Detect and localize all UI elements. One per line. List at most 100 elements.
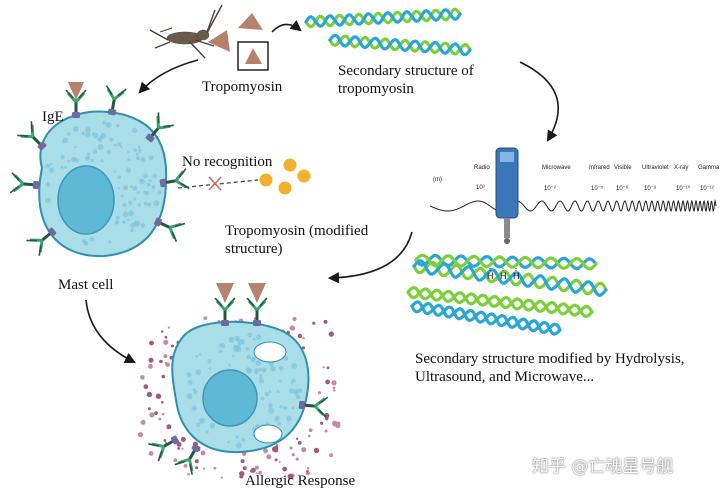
vacuole — [253, 341, 287, 363]
granule — [148, 155, 154, 161]
granule — [126, 218, 130, 221]
released-granule — [333, 389, 336, 392]
released-granule — [326, 366, 330, 370]
granule — [274, 418, 279, 422]
granule — [268, 403, 273, 409]
released-granule — [163, 339, 169, 345]
granule — [106, 150, 111, 155]
granule — [247, 332, 253, 338]
granule — [227, 440, 230, 444]
spectrum-band-value: 10⁻⁸ — [644, 186, 657, 192]
released-granule — [158, 417, 162, 421]
released-granule — [187, 472, 190, 476]
released-granule — [167, 326, 170, 329]
released-granule — [289, 446, 293, 450]
released-granule — [147, 407, 151, 411]
helix-strand — [328, 33, 472, 57]
granule — [122, 220, 126, 224]
granule — [136, 156, 140, 161]
released-granule — [170, 344, 174, 348]
released-granule — [213, 466, 217, 470]
released-granule — [203, 467, 206, 470]
released-granule — [329, 453, 333, 458]
granule — [255, 360, 261, 367]
granule — [122, 211, 129, 218]
granule — [127, 158, 131, 162]
granule — [231, 354, 235, 358]
spectrum-band-value: 10⁻⁵ — [591, 186, 604, 192]
released-granule — [278, 461, 281, 463]
allergen-triangle — [248, 283, 266, 303]
granule — [237, 343, 241, 347]
granule — [87, 152, 90, 156]
granule — [277, 421, 282, 426]
allergic-cell-antibodies — [148, 297, 329, 475]
granule — [90, 158, 94, 162]
helix-strand — [304, 8, 462, 28]
released-granule — [297, 333, 303, 339]
allergic-response-label: Allergic Response — [245, 473, 356, 489]
ige-antibody — [9, 172, 40, 194]
granule — [286, 415, 292, 422]
released-granule — [159, 360, 162, 364]
granule — [186, 372, 192, 378]
ultrasound-probe-icon — [495, 147, 519, 244]
ige-antibody — [17, 121, 47, 151]
granule — [151, 185, 156, 189]
granule — [120, 145, 123, 148]
granule — [218, 343, 223, 347]
mast-cell-antibodies — [9, 85, 190, 256]
granule — [241, 438, 246, 442]
spectrum-band-value: 10⁻¹⁰ — [676, 186, 691, 192]
released-granule — [250, 469, 254, 473]
granule — [207, 359, 212, 364]
granule — [92, 132, 99, 139]
spectrum-band-label: Microwave — [542, 165, 571, 171]
granule — [199, 417, 205, 424]
released-granule — [289, 325, 295, 331]
allergen-triangle — [208, 30, 230, 52]
granule — [130, 185, 134, 189]
granule — [295, 394, 301, 400]
ige-label: IgE — [42, 109, 64, 125]
released-granule — [200, 450, 206, 456]
spectrum-band-value: 10⁻² — [544, 186, 556, 192]
released-granule — [149, 412, 155, 418]
hydrogen-bond-label: H — [500, 271, 507, 281]
arrow-to-secondary — [271, 20, 302, 33]
released-granule — [324, 429, 328, 433]
spectrum-band-label: Radio — [474, 165, 490, 171]
granule — [73, 126, 79, 132]
granule — [117, 175, 121, 180]
ige-antibody — [174, 443, 201, 475]
granule — [264, 392, 270, 397]
hydrogen-bond-label: H — [487, 271, 494, 281]
granule — [115, 215, 120, 220]
granule — [187, 379, 193, 385]
tropomyosin-box — [237, 41, 269, 71]
granule — [45, 182, 51, 187]
granule — [128, 210, 135, 217]
released-granule — [254, 465, 259, 470]
granule — [48, 167, 55, 174]
ige-antibody — [298, 396, 329, 418]
released-granule — [258, 470, 263, 475]
released-granule — [307, 467, 310, 470]
released-granule — [317, 391, 321, 395]
allergen-triangle — [68, 82, 84, 100]
granule — [246, 368, 253, 374]
granule — [198, 353, 202, 356]
granule — [283, 355, 289, 361]
released-granule — [148, 364, 153, 369]
ige-antibody — [148, 435, 180, 462]
helix-strand — [406, 286, 594, 318]
granule — [289, 388, 295, 394]
released-granule — [239, 471, 245, 477]
granule — [140, 157, 146, 163]
granule — [278, 365, 284, 371]
released-granule — [165, 362, 170, 367]
tropomyosin-label: Tropomyosin — [202, 79, 283, 95]
released-granule — [181, 447, 184, 450]
granule — [246, 354, 252, 360]
